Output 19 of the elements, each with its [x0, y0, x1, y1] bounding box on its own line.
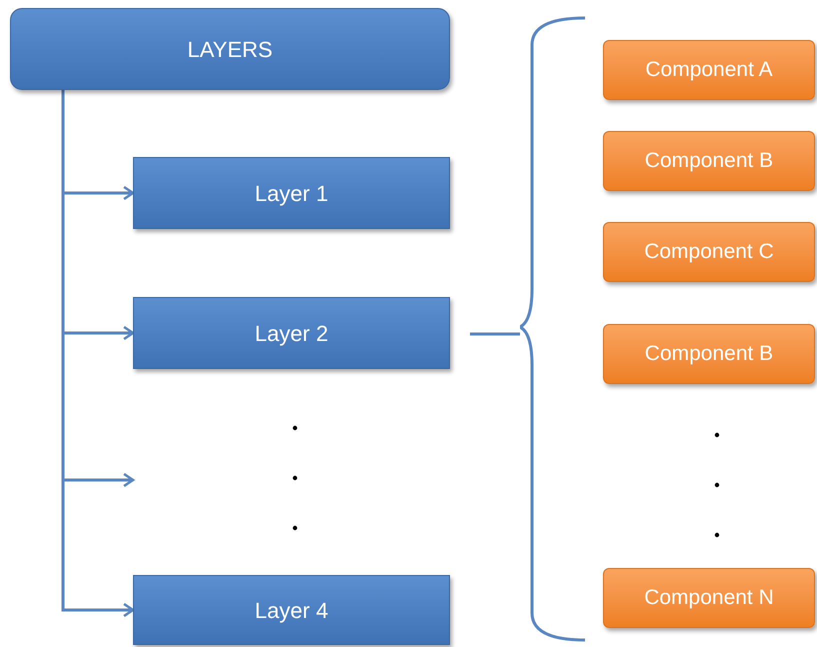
box-label: Component N — [644, 585, 774, 612]
box-label: Component B — [644, 148, 774, 174]
layer-box — [133, 575, 450, 645]
layer-box — [133, 157, 450, 229]
box-label: Layer 1 — [254, 180, 328, 208]
component-box — [603, 324, 815, 384]
component-box — [603, 40, 815, 100]
box-label: Component C — [644, 239, 774, 266]
box-label: LAYERS — [187, 36, 273, 64]
connector-line — [470, 332, 520, 336]
layer-box — [133, 297, 450, 369]
box-label: Layer 4 — [254, 596, 328, 625]
box-label: Component A — [645, 57, 773, 84]
component-box — [603, 568, 815, 628]
component-box — [603, 222, 815, 282]
box-label: Component B — [644, 341, 774, 368]
header-box — [10, 8, 450, 90]
box-label: Layer 2 — [254, 320, 328, 348]
component-box — [603, 131, 815, 191]
